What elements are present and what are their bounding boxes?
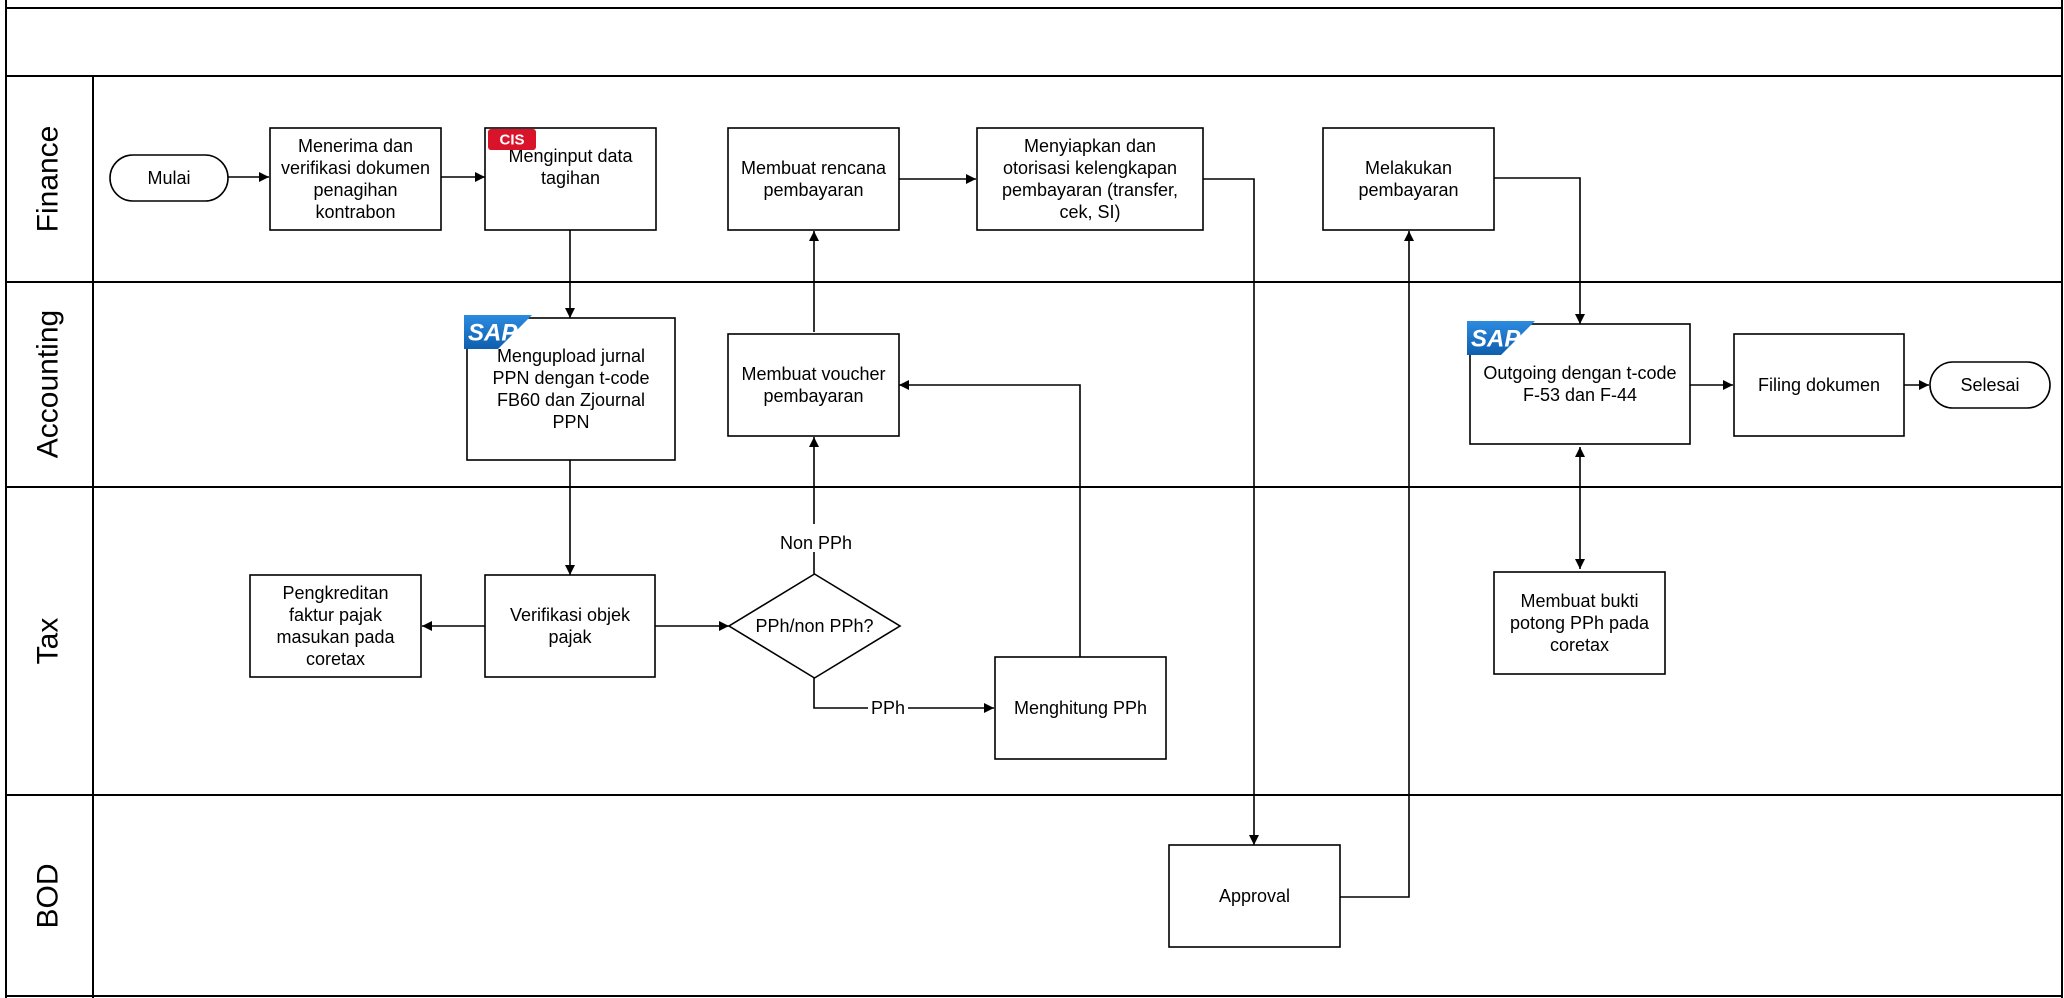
node-pengkreditan-label-line: faktur pajak — [289, 605, 383, 625]
node-selesai: Selesai — [1929, 361, 2051, 409]
node-mengupload-label-line: FB60 dan Zjournal — [497, 390, 645, 410]
node-pengkreditan-label-line: Pengkreditan — [282, 583, 388, 603]
node-mengupload-label-line: Mengupload jurnal — [497, 346, 645, 366]
node-menghitung-shape — [994, 656, 1167, 760]
node-bukti-shape — [1493, 571, 1666, 675]
node-mulai-shape — [109, 154, 229, 202]
node-bukti-label-line: potong PPh pada — [1510, 613, 1650, 633]
node-menyiapkan-shape — [976, 127, 1204, 231]
node-bukti-label-line: coretax — [1550, 635, 1609, 655]
node-mulai-label-line: Mulai — [147, 168, 190, 188]
node-voucher-shape — [727, 333, 900, 437]
svg-text:CIS: CIS — [499, 132, 524, 149]
node-menerima-label-line: Menerima dan — [298, 136, 413, 156]
node-decision: PPh/non PPh? — [727, 573, 902, 679]
sap-logo: SAP — [1467, 321, 1535, 355]
cis-badge: CIS — [488, 129, 536, 150]
node-menerima-label-line: verifikasi dokumen — [281, 158, 430, 178]
lane-label-finance: Finance — [32, 126, 65, 233]
connectors — [228, 172, 1929, 898]
node-menerima-label-line: kontrabon — [315, 202, 395, 222]
node-menyiapkan-label-line: otorisasi kelengkapan — [1003, 158, 1177, 178]
lane-labels: Finance Accounting Tax BOD — [32, 126, 65, 929]
node-melakukan-shape — [1322, 127, 1495, 231]
edge-melakukan-outgoing — [1494, 177, 1585, 324]
node-voucher-label-line: Membuat voucher — [741, 364, 885, 384]
node-pengkreditan-label-line: coretax — [306, 649, 365, 669]
node-filing-shape — [1733, 333, 1905, 437]
edge-decision-menghitung — [813, 678, 994, 708]
node-selesai-shape — [1929, 361, 2051, 409]
node-approval-shape — [1168, 844, 1341, 948]
node-outgoing-label-line: F-53 dan F-44 — [1523, 385, 1637, 405]
node-filing-label-line: Filing dokumen — [1758, 375, 1880, 395]
node-approval: Approval — [1168, 844, 1341, 948]
node-rencana-shape — [727, 127, 900, 231]
svg-text:SAP: SAP — [1471, 326, 1521, 353]
node-menginput-label-line: Menginput data — [508, 146, 633, 166]
node-menginput-label-line: tagihan — [541, 168, 600, 188]
node-menerima-label-line: penagihan — [313, 180, 397, 200]
node-mengupload-shape — [466, 317, 676, 461]
node-voucher-label-line: pembayaran — [763, 386, 863, 406]
node-outgoing-label-line: Outgoing dengan t-code — [1483, 363, 1676, 383]
node-menghitung: Menghitung PPh — [994, 656, 1167, 760]
node-filing: Filing dokumen — [1733, 333, 1905, 437]
node-menyiapkan-label-line: Menyiapkan dan — [1024, 136, 1156, 156]
pool-frame — [5, 0, 2063, 998]
edge-label-pph: PPh — [871, 698, 905, 718]
node-verifikasi-label-line: pajak — [548, 627, 592, 647]
node-menyiapkan-label-line: cek, SI) — [1059, 202, 1120, 222]
node-bukti-label-line: Membuat bukti — [1520, 591, 1638, 611]
node-approval-label-line: Approval — [1219, 886, 1290, 906]
svg-text:SAP: SAP — [468, 320, 518, 347]
edge-menyiapkan-approval — [1203, 178, 1259, 845]
node-decision-shape — [727, 573, 902, 679]
node-verifikasi-label-line: Verifikasi objek — [510, 605, 631, 625]
node-pengkreditan-label-line: masukan pada — [276, 627, 395, 647]
lane-label-tax: Tax — [32, 618, 65, 665]
edge-menghitung-voucher — [899, 380, 1081, 657]
lane-label-accounting: Accounting — [32, 310, 65, 458]
edge-approval-melakukan — [1340, 231, 1414, 898]
edge-labels: Non PPh PPh — [780, 533, 905, 718]
node-rencana-label-line: pembayaran — [763, 180, 863, 200]
sap-logo: SAP — [464, 315, 532, 349]
node-decision-label-line: PPh/non PPh? — [755, 616, 873, 636]
node-mengupload-label-line: PPN dengan t-code — [492, 368, 649, 388]
node-mulai: Mulai — [109, 154, 229, 202]
node-menerima-shape — [269, 127, 442, 231]
node-menghitung-label-line: Menghitung PPh — [1014, 698, 1147, 718]
node-pengkreditan-shape — [249, 574, 422, 678]
node-mengupload-label-line: PPN — [552, 412, 589, 432]
node-melakukan-label-line: Melakukan — [1365, 158, 1452, 178]
node-selesai-label-line: Selesai — [1960, 375, 2019, 395]
node-menyiapkan-label-line: pembayaran (transfer, — [1002, 180, 1178, 200]
node-verifikasi-shape — [484, 574, 656, 678]
node-melakukan-label-line: pembayaran — [1358, 180, 1458, 200]
edge-label-non-pph: Non PPh — [780, 533, 852, 553]
node-rencana-label-line: Membuat rencana — [741, 158, 887, 178]
lane-label-bod: BOD — [32, 863, 65, 928]
